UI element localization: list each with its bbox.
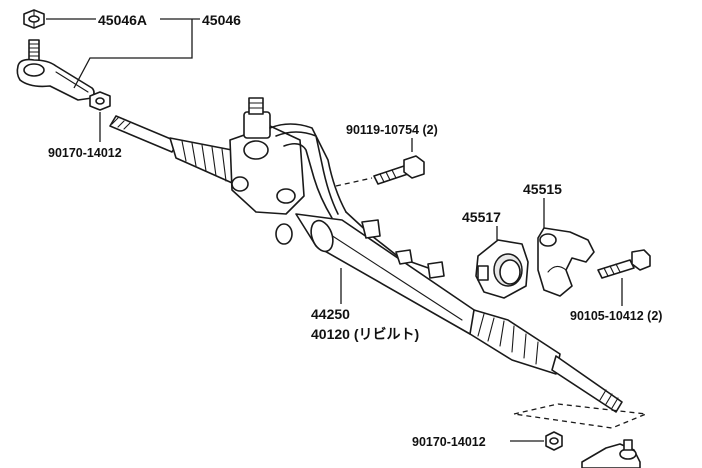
bolt-upper	[373, 155, 425, 185]
label-tie-rod-end-nut: 45046A	[98, 12, 147, 28]
label-nut-lower: 90170-14012	[412, 435, 486, 449]
label-rack-rebuilt: 40120 (リビルト)	[311, 326, 419, 342]
label-nut-upper: 90170-14012	[48, 146, 122, 160]
label-bolt-upper: 90119-10754 (2)	[346, 123, 438, 137]
steering-rack-assembly	[109, 97, 623, 413]
bracket-45517	[475, 239, 529, 299]
nut-upper-left	[89, 91, 111, 111]
label-bracket-45517: 45517	[462, 209, 501, 225]
tie-rod-end-nut	[23, 9, 45, 29]
tie-rod-end-left	[16, 39, 95, 101]
bracket-45515	[537, 227, 595, 297]
tie-rod-end-right	[581, 439, 641, 468]
label-bracket-45515: 45515	[523, 181, 562, 197]
nut-lower-right	[545, 431, 563, 451]
label-rack-assembly: 44250	[311, 306, 350, 322]
label-bolt-lower: 90105-10412 (2)	[570, 309, 662, 323]
bolt-lower	[597, 249, 651, 279]
label-tie-rod-end: 45046	[202, 12, 241, 28]
